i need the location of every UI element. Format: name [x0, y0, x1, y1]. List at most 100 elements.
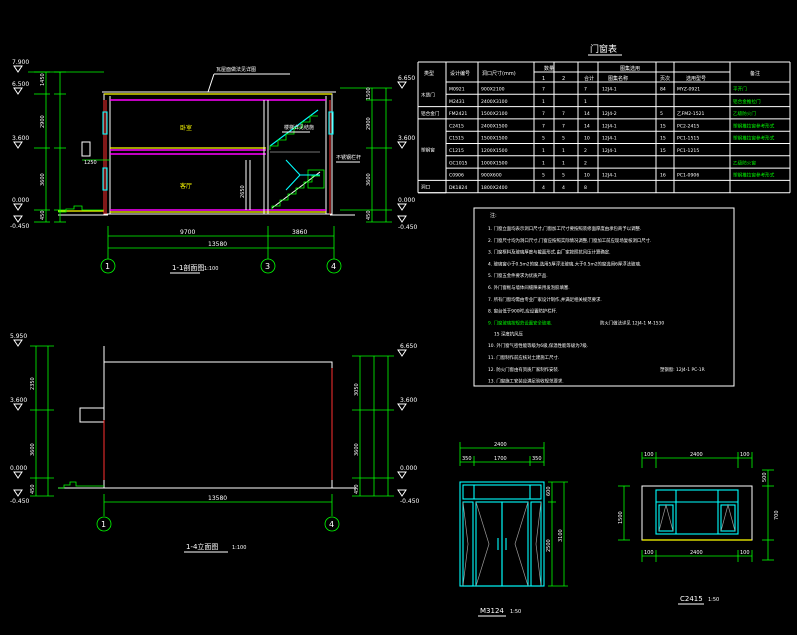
schedule-category: 洞口 — [421, 184, 431, 191]
schedule-cell: 7 — [562, 111, 565, 117]
schedule-subheader: 选用型号 — [686, 75, 706, 82]
door-dim-right-3: 3100 — [558, 529, 564, 542]
schedule-cell: 1500X1500 — [481, 136, 508, 142]
window-detail: 100 2400 100 1500 500 700 100 2400 100 C… — [618, 452, 780, 605]
elev-dim-right-2: 3600 — [354, 443, 360, 456]
notes-heading: 注: — [490, 212, 497, 219]
schedule-cell: 5 — [562, 136, 565, 142]
schedule-cell: 4 — [542, 185, 545, 191]
schedule-category: 塑钢窗 — [421, 147, 435, 154]
elev-dim-left-3: 450 — [30, 484, 36, 494]
schedule-category: 铝合金门 — [421, 110, 440, 117]
schedule-header-type: 类型 — [424, 70, 434, 77]
section-dim-bottom-2: 3860 — [292, 229, 307, 236]
elev-axis-4: 4 — [329, 520, 334, 529]
section-dim-bottom-1: 9700 — [180, 229, 195, 236]
schedule-cell: PC1-0906 — [677, 173, 699, 179]
schedule-cell: 7 — [542, 87, 545, 93]
schedule-cell: 14 — [584, 111, 590, 117]
schedule-cell: 1000X1500 — [481, 160, 508, 166]
elevation-right-dimensions: 6.650 3.600 0.000 -0.450 3050 3600 450 — [352, 343, 420, 505]
schedule-cell: MYZ-0921 — [677, 87, 700, 93]
schedule-cell: 乙级防火门 — [733, 110, 756, 117]
schedule-cell: 10 — [584, 173, 590, 179]
elev-elev-right-4: -0.450 — [400, 498, 420, 505]
window-scale: 1:50 — [708, 597, 719, 603]
section-dim-right-4: 450 — [366, 210, 372, 220]
elev-dim-total: 13580 — [208, 495, 227, 502]
door-dim-top-mid: 1700 — [494, 456, 507, 462]
door-title: M3124 — [480, 607, 504, 615]
elev-elev-right-2: 3.600 — [400, 397, 417, 404]
schedule-cell: DK1824 — [449, 185, 467, 191]
schedule-cell: 4 — [562, 185, 565, 191]
schedule-cell: 14 — [584, 123, 590, 129]
schedule-cell: GC1015 — [449, 160, 468, 166]
door-scale: 1:50 — [510, 609, 521, 615]
schedule-cell: 1500X2100 — [481, 111, 508, 117]
schedule-cell: 1 — [542, 160, 545, 166]
elev-elev-right-3: 0.000 — [400, 465, 417, 472]
schedule-subheader: 合计 — [584, 75, 594, 82]
section-dim-left-3: 3600 — [40, 173, 46, 186]
window-dim-bottom-2: 2400 — [690, 550, 703, 556]
section-elev-right-2: 3.600 — [398, 135, 415, 142]
section-left-dimensions: 7.900 6.500 3.600 0.000 -0.450 1450 2900… — [10, 59, 104, 230]
section-drawing: 7.900 6.500 3.600 0.000 -0.450 1450 2900… — [10, 59, 418, 274]
schedule-cell: 84 — [660, 87, 666, 93]
section-dim-left-2: 2900 — [40, 115, 46, 128]
schedule-cell: 塑钢推拉窗参考形式 — [733, 135, 775, 142]
section-elev-right-1: 6.650 — [398, 75, 415, 82]
schedule-cell: C2415 — [449, 123, 464, 129]
elev-elev-left-4: -0.450 — [10, 498, 30, 505]
elev-dim-left-2: 3600 — [30, 443, 36, 456]
schedule-cell: 1 — [542, 148, 545, 154]
notes-lines: 1. 门窗立面均表示洞口尺寸,门窗加工尺寸要按照装修面厚度由承包商予以调整.2.… — [488, 225, 705, 385]
schedule-cell: 12J4-1 — [602, 148, 617, 154]
schedule-cell: 塑钢推拉窗参考形式 — [733, 172, 775, 179]
section-title: 1-1剖面图 — [172, 263, 204, 272]
window-title: C2415 — [680, 595, 703, 603]
schedule-cell: 900X600 — [481, 173, 502, 179]
section-scale: 1:100 — [204, 266, 218, 272]
door-dim-top-total: 2400 — [494, 442, 507, 448]
schedule-cell: FM2421 — [449, 111, 467, 117]
schedule-subheader: 图集名称 — [608, 75, 628, 82]
section-elev-left-2: 6.500 — [12, 81, 29, 88]
schedule-cell: 5 — [542, 173, 545, 179]
schedule-header-size: 洞口尺寸(mm) — [482, 70, 516, 77]
schedule-header-atlas: 图集选用 — [620, 65, 640, 72]
schedule-cell: 铝合金推拉门 — [733, 98, 761, 105]
section-bottom-dimensions: 9700 3860 13580 — [107, 226, 335, 255]
note-line: 4. 玻璃窗小于0.5m2的窗,选用5厚浮法玻璃,大于0.5m2的窗选用6厚浮法… — [488, 260, 641, 267]
schedule-cell: 12J4-1 — [602, 136, 617, 142]
elev-dim-right-3: 450 — [354, 484, 360, 494]
notes-block: 注: 1. 门窗立面均表示洞口尺寸,门窗加工尺寸要按照装修面厚度由承包商予以调整… — [473, 207, 735, 387]
note-line: 3. 门窗框料及玻璃厚度与截面形式,由厂家按照抗风压计算确定. — [488, 249, 611, 256]
note-line: 13. 门窗施工安装应满足验收规范要求. — [488, 378, 564, 385]
section-axis-3: 3 — [265, 262, 270, 271]
schedule-title: 门窗表 — [590, 43, 617, 55]
section-elev-left-3: 3.600 — [12, 135, 29, 142]
schedule-cell: 12J4-1 — [602, 123, 617, 129]
room-label-lower: 客厅 — [180, 182, 192, 190]
door-dim-right-1: 600 — [546, 486, 552, 496]
section-elev-left-1: 7.900 — [12, 59, 29, 66]
schedule-header-code: 设计编号 — [450, 70, 470, 77]
note-line: 11. 门窗制作前应核对土建施工尺寸. — [488, 354, 559, 361]
section-dim-left-1: 1450 — [40, 73, 46, 86]
elev-dim-left-1: 2350 — [30, 377, 36, 390]
note-line: 2. 门窗尺寸均为洞口尺寸,门窗应按照实际情况调整,门窗加工前应现场复核洞口尺寸… — [488, 237, 651, 244]
schedule-cell: 1200X1500 — [481, 148, 508, 154]
schedule-cell: M2431 — [449, 99, 465, 105]
elev-elev-left-3: 0.000 — [10, 465, 27, 472]
note-line: 5. 门窗五金件要求为优质产品. — [488, 272, 548, 279]
schedule-cell: 平开门 — [733, 86, 747, 93]
schedule-cell: 1 — [562, 148, 565, 154]
schedule-cell: 乙FM2-1521 — [677, 110, 705, 117]
schedule-cell: 7 — [542, 123, 545, 129]
door-dim-right-2: 2500 — [546, 539, 552, 552]
schedule-cell: 1 — [542, 99, 545, 105]
schedule-cell: 1 — [584, 99, 587, 105]
